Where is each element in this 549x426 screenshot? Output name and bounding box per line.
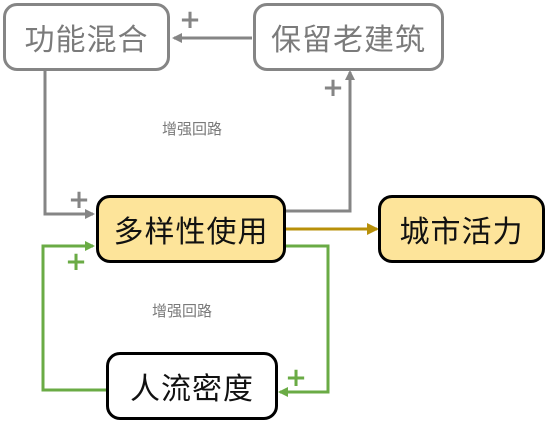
node-preserve-old-buildings: 保留老建筑	[253, 3, 444, 71]
plus-sign-density-to-diverse: +	[65, 247, 87, 277]
edge-diverse-to-density	[278, 244, 330, 397]
loop-label-lower: 增强回路	[152, 302, 213, 320]
plus-sign-mixed-to-diverse: +	[68, 185, 90, 215]
edge-density-to-diverse	[41, 241, 106, 392]
plus-sign-preserve-to-mixed: +	[179, 5, 201, 35]
loop-label-upper: 增强回路	[162, 120, 223, 138]
plus-sign-diverse-to-density: +	[285, 363, 307, 393]
plus-sign-diverse-to-preserve: +	[322, 73, 344, 103]
node-mixed-use: 功能混合	[3, 3, 170, 71]
node-pedestrian-density: 人流密度	[106, 352, 278, 420]
edge-diverse-to-preserve	[285, 70, 355, 213]
node-diverse-use: 多样性使用	[96, 195, 286, 263]
node-urban-vitality: 城市活力	[378, 195, 545, 263]
edge-mixed-to-diverse	[43, 71, 95, 219]
